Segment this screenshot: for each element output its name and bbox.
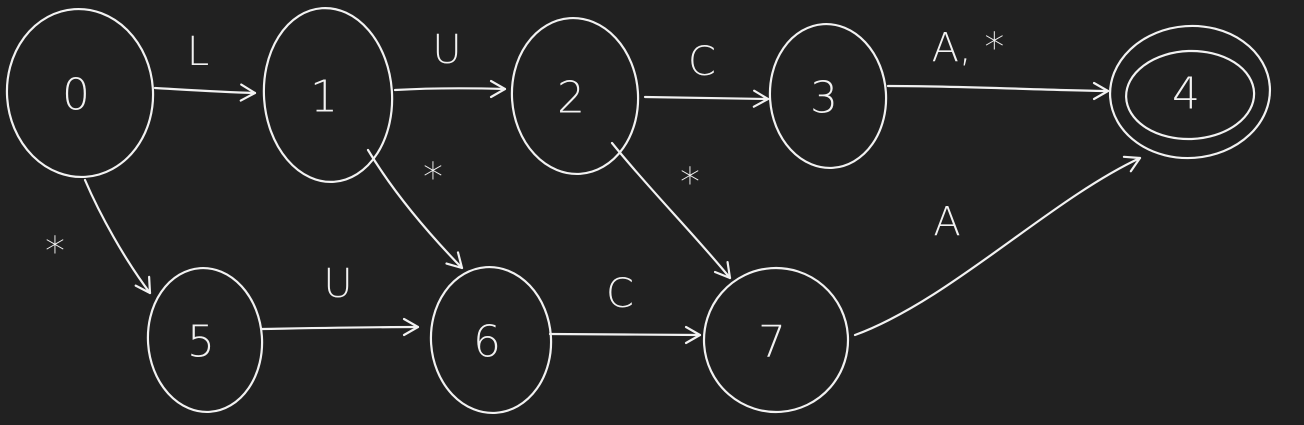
- state-circle: [5, 7, 155, 179]
- state-label: 3: [810, 73, 838, 124]
- transition-3-4: [886, 81, 1110, 101]
- state-label: 5: [187, 317, 215, 368]
- arrowhead-icon: [752, 89, 770, 108]
- state-4: 4: [1108, 24, 1272, 160]
- transition-5-6: [260, 317, 420, 337]
- transition-label-1-6: *: [423, 155, 443, 201]
- states-layer: 0 1 2 3 4 5 6 7: [5, 6, 1272, 415]
- transition-6-7: [548, 325, 702, 345]
- transition-label-2-3: C: [688, 39, 716, 85]
- transition-line: [366, 148, 464, 270]
- transition-line: [260, 325, 420, 331]
- transition-0-5: [83, 178, 152, 295]
- transition-line: [853, 156, 1142, 337]
- state-circle: [768, 22, 888, 170]
- arrowhead-icon: [1122, 155, 1142, 173]
- transition-label-0-5: *: [45, 229, 65, 275]
- state-circle: [510, 16, 640, 176]
- transition-line: [610, 141, 732, 280]
- transition-2-3: [643, 89, 770, 108]
- transition-label-6-7: C: [606, 271, 634, 317]
- state-label: 0: [62, 70, 90, 121]
- accepting-inner-circle: [1125, 49, 1256, 141]
- state-0: 0: [5, 7, 155, 179]
- arrowhead-icon: [134, 275, 152, 295]
- transition-line: [393, 87, 507, 92]
- transition-labels-layer: L U C A, * * * * U C A: [45, 25, 1004, 317]
- transitions-layer: [83, 79, 1142, 345]
- transition-label-5-6: U: [323, 261, 352, 307]
- transition-label-1-2: U: [432, 27, 461, 73]
- arrowhead-icon: [445, 251, 464, 270]
- transition-line: [548, 332, 702, 337]
- transition-1-2: [393, 79, 507, 99]
- state-label: 7: [758, 317, 786, 368]
- transition-label-0-1: L: [187, 29, 209, 75]
- transition-7-4: [853, 155, 1142, 337]
- transition-label-7-4: A: [933, 199, 960, 245]
- state-3: 3: [768, 22, 888, 170]
- transition-line: [643, 95, 770, 101]
- arrowhead-icon: [239, 83, 257, 102]
- transition-2-7: [610, 141, 732, 280]
- arrowhead-icon: [402, 317, 420, 337]
- transition-line: [83, 178, 152, 295]
- state-6: 6: [429, 265, 553, 415]
- state-circle: [146, 266, 264, 414]
- transition-line: [886, 84, 1110, 93]
- state-circle: [1108, 24, 1272, 160]
- transition-label-3-4: A, *: [932, 25, 1005, 71]
- arrowhead-icon: [684, 325, 702, 345]
- arrowhead-icon: [489, 79, 507, 99]
- arrowhead-icon: [1092, 81, 1110, 101]
- state-label: 2: [557, 73, 585, 124]
- state-2: 2: [510, 16, 640, 176]
- state-5: 5: [146, 266, 264, 414]
- transition-0-1: [153, 83, 257, 102]
- state-circle: [429, 265, 553, 415]
- transition-label-2-7: *: [680, 160, 700, 206]
- state-label: 1: [310, 72, 338, 123]
- transition-line: [153, 86, 257, 95]
- state-7: 7: [702, 266, 850, 414]
- state-1: 1: [262, 6, 394, 184]
- state-circle: [702, 266, 850, 414]
- arrowhead-icon: [713, 260, 732, 280]
- state-circle: [262, 6, 394, 184]
- transition-1-6: [366, 148, 464, 270]
- state-label: 6: [473, 317, 501, 368]
- state-label: 4: [1172, 69, 1200, 120]
